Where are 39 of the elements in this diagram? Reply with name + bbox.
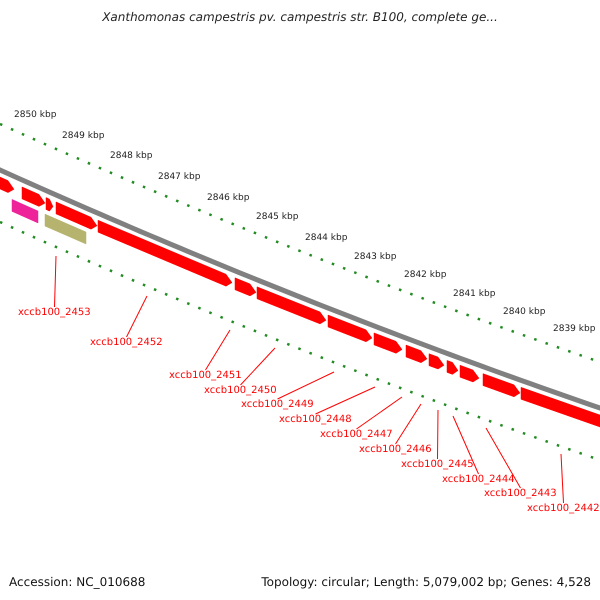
gene-label: xccb100_2444: [442, 474, 515, 486]
leader-line: [205, 330, 230, 370]
scale-label: 2841 kbp: [453, 289, 496, 299]
scale-label: 2843 kbp: [354, 252, 396, 262]
scale-label: 2850 kbp: [14, 110, 56, 120]
gene-label: xccb100_2445: [401, 459, 474, 471]
scale-label: 2849 kbp: [62, 131, 104, 141]
leader-line: [240, 348, 276, 386]
scale-label: 2844 kbp: [305, 233, 348, 243]
scale-label: 2847 kbp: [158, 172, 200, 182]
leader-line: [277, 372, 334, 400]
scale-label: 2845 kbp: [256, 212, 298, 222]
gene-label: xccb100_2446: [359, 444, 432, 456]
leader-line: [315, 386, 376, 414]
leader-line: [486, 428, 521, 488]
scale-label: 2840 kbp: [503, 307, 546, 317]
gene-label: xccb100_2443: [484, 488, 557, 500]
scale-label: 2846 kbp: [207, 193, 250, 203]
gene-label: xccb100_2452: [90, 337, 163, 349]
leader-line: [560, 454, 564, 504]
gene-label: xccb100_2448: [279, 414, 352, 426]
scale-label: 2839 kbp: [553, 324, 596, 334]
scale-label: 2842 kbp: [404, 270, 446, 280]
gene-label: xccb100_2450: [204, 385, 277, 397]
footer-text: Accession: NC_010688: [9, 575, 146, 589]
gene-label: xccb100_2451: [169, 370, 242, 382]
title: Xanthomonas campestris pv. campestris str. B100, complete ge...: [101, 10, 499, 24]
leader-line: [356, 396, 402, 430]
leader-line: [452, 416, 479, 474]
gene-label: xccb100_2442: [527, 503, 600, 515]
gene-label: xccb100_2453: [18, 307, 91, 319]
gene-label: xccb100_2449: [241, 399, 314, 411]
leader-line: [126, 296, 148, 338]
leader-line: [437, 410, 438, 460]
leader-line: [54, 256, 56, 308]
footer-text: Topology: circular; Length: 5,079,002 bp; Genes: 4,528: [261, 575, 591, 589]
leader-line: [395, 404, 422, 444]
gene-label: xccb100_2447: [320, 429, 393, 441]
scale-label: 2848 kbp: [110, 151, 152, 161]
